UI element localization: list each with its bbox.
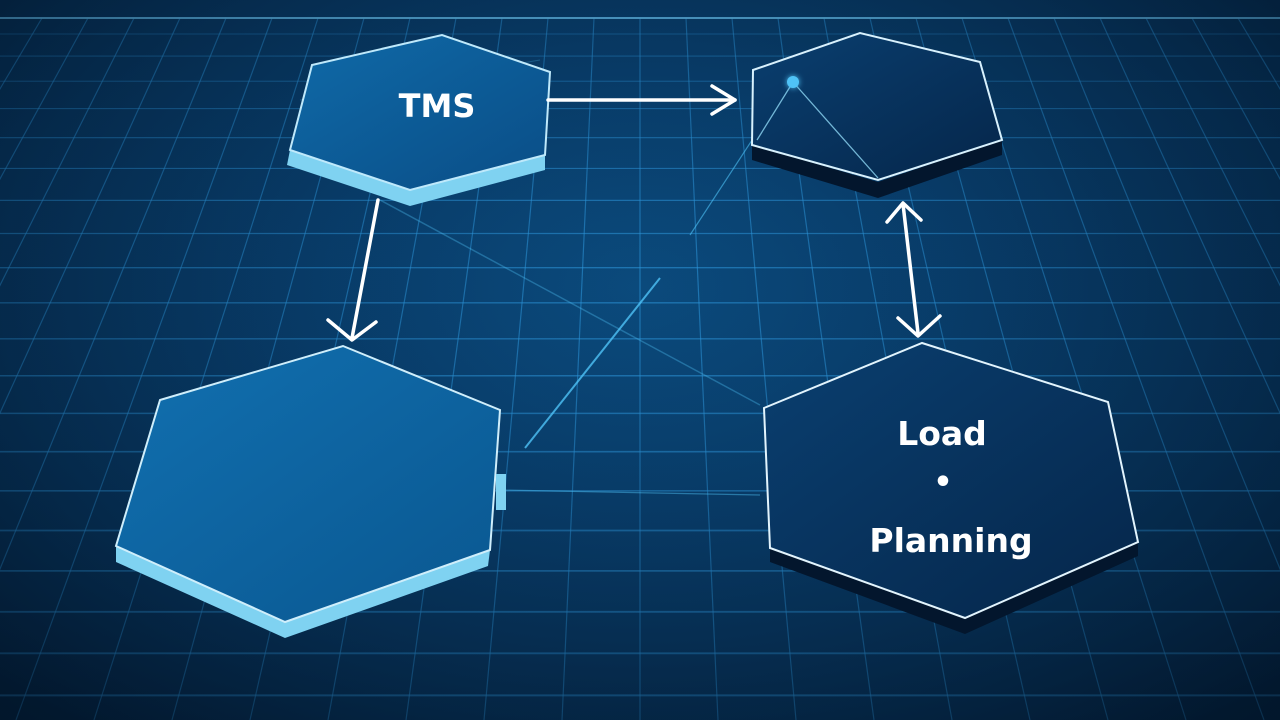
node-load-planning-label-top: Load (897, 414, 987, 453)
node-load-planning-side (770, 542, 1138, 634)
node-tms-side (287, 150, 545, 206)
node-top-right (750, 31, 1004, 198)
node-tms-face (288, 33, 552, 192)
edge-top-right-to-load-planning (885, 201, 942, 338)
node-load-planning: Load • Planning (762, 341, 1140, 634)
arrowhead-down-icon (326, 318, 378, 342)
node-bottom-left-face (114, 344, 502, 624)
arrowhead-up-icon (885, 201, 923, 224)
node-load-planning-label-bottom: Planning (869, 521, 1032, 560)
edge-tms-to-top-right (546, 84, 737, 116)
node-tms-label: TMS (399, 87, 476, 125)
node-load-planning-separator: • (933, 465, 952, 500)
edge-tms-to-bottom-left (326, 198, 380, 342)
node-bottom-left (114, 344, 506, 638)
arrowhead-right-icon (710, 84, 737, 116)
node-top-right-side (752, 140, 1002, 198)
node-top-right-dot (787, 76, 799, 88)
arrowhead-down-icon (896, 314, 942, 338)
node-tms: TMS (287, 33, 552, 206)
node-bottom-left-side (116, 546, 490, 638)
node-load-planning-face (762, 341, 1140, 620)
node-top-right-face (750, 31, 1004, 182)
node-bottom-left-connector (496, 474, 506, 510)
